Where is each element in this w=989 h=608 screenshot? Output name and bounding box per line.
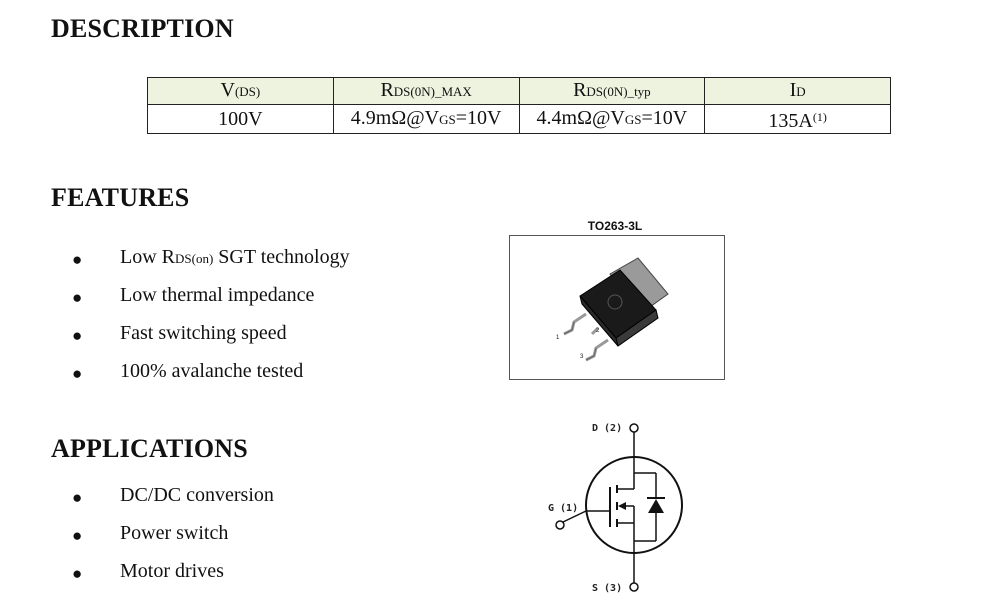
header-id: ID [704,77,891,105]
description-heading: DESCRIPTION [51,14,234,43]
spec-table: V(DS) RDS(0N)_MAX RDS(0N)_typ ID 100V 4.… [147,77,891,134]
package-image-frame: 1 2 3 [509,235,725,380]
value-rds-typ: 4.4mΩ@VGS=10V [518,104,706,134]
features-heading: FEATURES [51,183,190,212]
mosfet-schematic: D (2) G (1) S (3) [548,423,683,594]
value-vds: 100V [147,104,334,134]
source-label: S (3) [592,583,622,594]
drain-label: D (2) [592,423,622,434]
bullet-icon: ● [72,326,83,345]
value-id: 135A(1) [704,104,891,134]
bullet-icon: ● [72,488,83,507]
to263-package-image: 1 2 3 [556,257,669,362]
bullet-icon: ● [72,250,83,269]
applications-heading: APPLICATIONS [51,434,248,463]
header-rds-max: RDS(0N)_MAX [332,77,520,105]
bullet-icon: ● [72,288,83,307]
pin-label-1: 1 [556,335,560,341]
header-vds: V(DS) [147,77,334,105]
package-label: TO263-3L [587,219,643,233]
bullet-icon: ● [72,526,83,545]
spec-table-header-row: V(DS) RDS(0N)_MAX RDS(0N)_typ ID [147,77,891,105]
pin-label-3: 3 [580,354,584,360]
header-rds-typ: RDS(0N)_typ [518,77,706,105]
value-rds-max: 4.9mΩ@VGS=10V [332,104,520,134]
pin-label-2: 2 [596,328,600,334]
spec-table-value-row: 100V 4.9mΩ@VGS=10V 4.4mΩ@VGS=10V 135A(1) [147,104,891,134]
gate-label: G (1) [548,503,578,514]
bullet-icon: ● [72,364,83,383]
bullet-icon: ● [72,564,83,583]
